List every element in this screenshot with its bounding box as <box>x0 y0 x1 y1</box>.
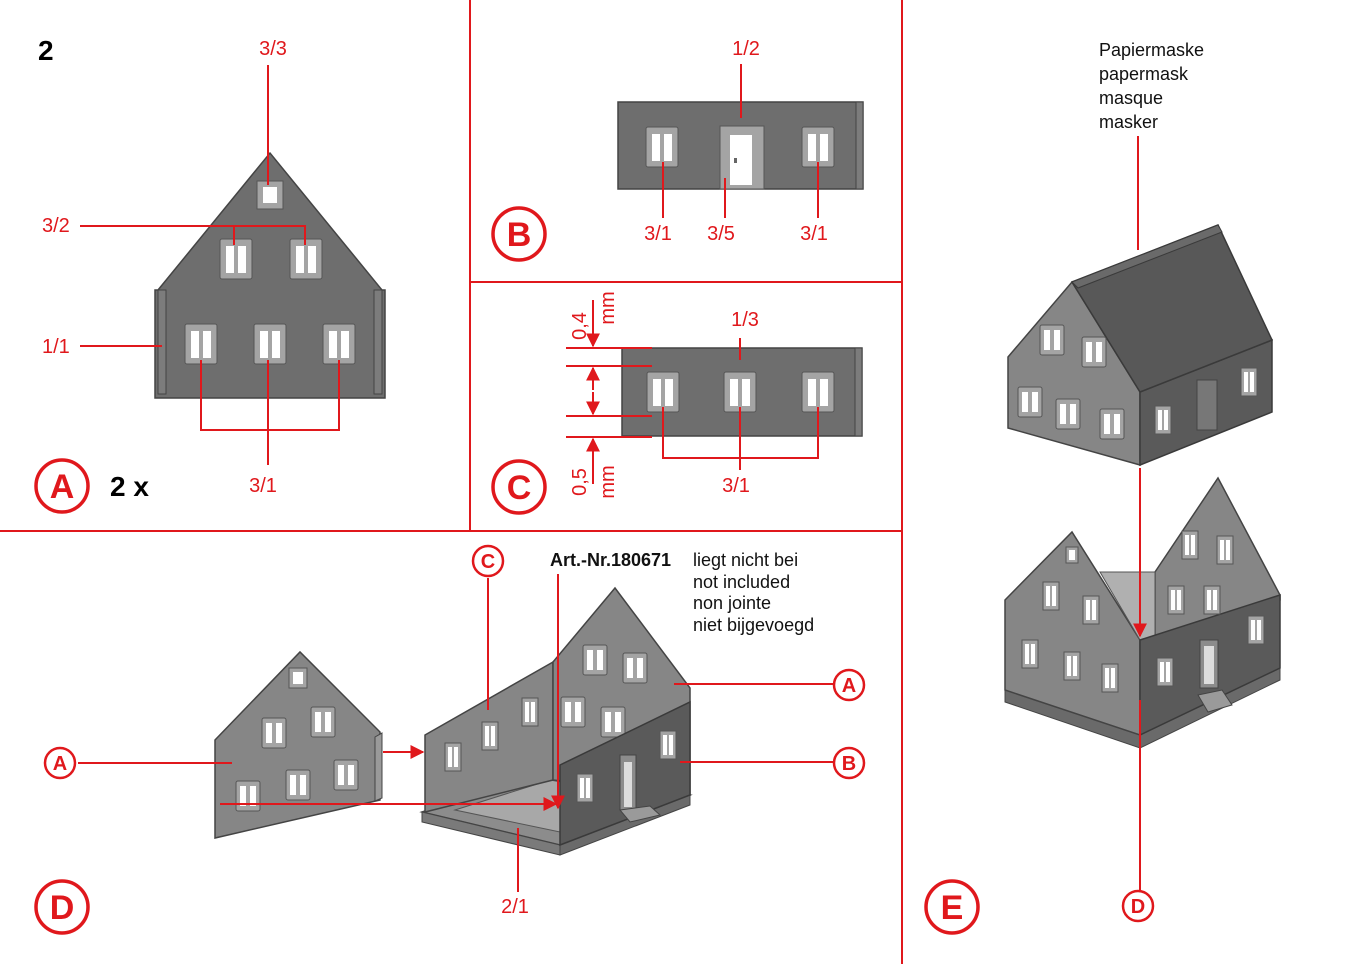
dimension-top-value: 0,4 <box>569 312 591 340</box>
dimension-top-unit: mm <box>597 291 619 324</box>
step-badge-c: C <box>493 461 545 513</box>
door-opening <box>720 126 764 189</box>
svg-text:E: E <box>941 889 964 927</box>
finished-house-top <box>1008 225 1272 465</box>
svg-text:C: C <box>481 551 495 573</box>
step-badge-b: B <box>493 208 545 260</box>
note-line-2: not included <box>693 572 790 592</box>
ref-badge-a-left: A <box>45 748 75 778</box>
svg-text:B: B <box>842 753 856 775</box>
article-number: Art.-Nr.180671 <box>550 550 671 570</box>
panel-e-leader-lines <box>1138 136 1140 890</box>
label-windows-c: 3/1 <box>722 475 750 497</box>
label-lower-windows: 3/1 <box>249 475 277 497</box>
page-number: 2 <box>38 35 54 66</box>
ref-badge-c: C <box>473 546 503 576</box>
ref-badge-d: D <box>1123 891 1153 921</box>
ref-badge-a-right: A <box>834 670 864 700</box>
note-line-3: non jointe <box>693 593 771 613</box>
dimension-bottom-value: 0,5 <box>569 468 591 496</box>
mask-line-4: masker <box>1099 112 1158 132</box>
panel-d: C A A B Art.-Nr.180671 liegt nicht bei n… <box>36 546 864 933</box>
gable-wall-drawing <box>155 153 385 398</box>
note-line-1: liegt nicht bei <box>693 550 798 570</box>
label-top-window: 3/3 <box>259 38 287 60</box>
back-wall-drawing <box>622 348 862 436</box>
label-wall-b: 1/2 <box>732 38 760 60</box>
dimension-bottom-unit: mm <box>597 465 619 498</box>
svg-text:D: D <box>1131 896 1145 918</box>
svg-text:A: A <box>53 753 67 775</box>
svg-text:C: C <box>507 469 532 507</box>
panel-a: 3/3 3/2 1/1 3/1 A 2 x <box>36 38 385 512</box>
svg-text:A: A <box>50 468 75 506</box>
label-wall-c: 1/3 <box>731 309 759 331</box>
step-badge-e: E <box>926 881 978 933</box>
label-side-edge: 1/1 <box>42 336 70 358</box>
label-door-b: 3/5 <box>707 223 735 245</box>
svg-text:D: D <box>50 889 75 927</box>
ref-badge-b-right: B <box>834 748 864 778</box>
mask-line-2: papermask <box>1099 64 1189 84</box>
note-line-4: niet bijgevoegd <box>693 615 814 635</box>
loose-gable-wall <box>215 652 382 838</box>
quantity-label: 2 x <box>110 471 149 502</box>
panel-b: 1/2 3/1 3/5 3/1 B <box>493 38 863 260</box>
step-badge-a: A <box>36 460 88 512</box>
panel-c: 0,4 mm 0,5 mm 1/3 3/1 C <box>493 291 862 513</box>
svg-text:B: B <box>507 216 532 254</box>
step-badge-d: D <box>36 881 88 933</box>
partial-assembly <box>422 588 690 855</box>
assembled-walls-bottom <box>1005 478 1280 748</box>
label-right-window-b: 3/1 <box>800 223 828 245</box>
svg-text:A: A <box>842 675 856 697</box>
mask-line-3: masque <box>1099 88 1163 108</box>
label-base: 2/1 <box>501 896 529 918</box>
label-left-window-b: 3/1 <box>644 223 672 245</box>
mask-line-1: Papiermaske <box>1099 40 1204 60</box>
panel-e: Papiermaske papermask masque masker <box>926 40 1280 933</box>
label-upper-windows: 3/2 <box>42 215 70 237</box>
